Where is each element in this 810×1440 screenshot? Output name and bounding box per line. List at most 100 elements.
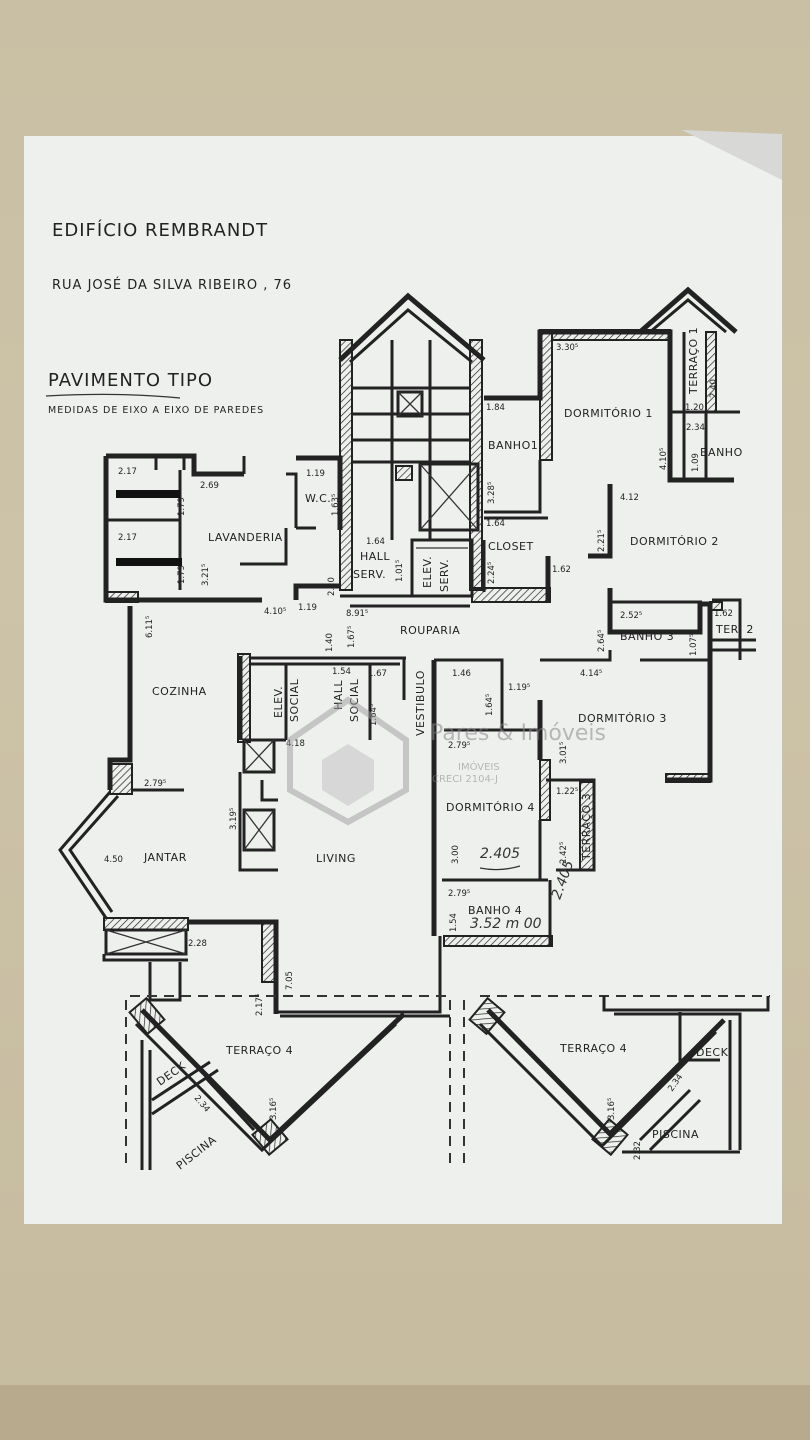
dimension-label: 3.28⁵ [487,482,497,504]
dimension-label: 2.69 [200,481,219,491]
label-vestibulo: VESTIBULO [414,670,427,736]
dimension-label: 1.64⁵ [485,694,495,716]
dimension-label: 7.05 [285,971,295,990]
label-piscina-left: PISCINA [174,1133,219,1172]
dimension-label: 1.22⁵ [556,787,578,797]
label-banho-4: BANHO 4 [468,904,522,917]
label-rouparia: ROUPARIA [400,624,460,637]
dimension-label: 2.17 [118,533,137,543]
watermark-brand: Pares & Imóveis [430,721,606,746]
dimension-label: 1.62 [714,609,733,619]
plan-title: PAVIMENTO TIPO [48,370,213,391]
dimension-label: 4.14⁵ [580,669,602,679]
handwritten-note: 2.405 [549,858,578,901]
dimension-label: 2.17⁵ [255,994,265,1016]
dimension-label: 1.79 [177,497,187,516]
dimension-label: 2.79⁵ [448,889,470,899]
dimension-label: 4.10⁵ [264,607,286,617]
dimension-label: 1.64 [486,519,505,529]
redaction-mark [116,490,180,498]
label-living: LIVING [316,852,356,865]
dimension-label: 3.16⁵ [269,1098,279,1120]
label-elev-social: ELEV. [272,686,285,718]
label-hall-serv-2: SERV. [353,568,386,581]
dimension-label: 2.20 [327,577,337,596]
dimension-label: 3.16⁵ [607,1098,617,1120]
dimension-labels: 3.30⁵ 1.84 1.20 2.40 2.34 4.10⁵ 1.09 4.1… [104,343,733,1160]
dimension-label: 2.21⁵ [597,530,607,552]
label-banho-3: BANHO 3 [620,630,674,643]
walls [58,286,770,1170]
label-deck-left: DECK [154,1059,188,1088]
dimension-label: 2.52⁵ [620,611,642,621]
dimension-label: 4.10⁵ [659,448,669,470]
label-dormitorio-3: DORMITÓRIO 3 [578,712,667,725]
label-terraco-4-left: TERRAÇO 4 [225,1044,293,1057]
label-terraco-4-right: TERRAÇO 4 [559,1042,627,1055]
table-surface [0,1385,810,1440]
label-wc: W.C. [305,492,331,505]
label-jantar: JANTAR [143,851,187,864]
dimension-label: 1.79 [177,565,187,584]
label-deck-right: DECK [696,1046,729,1059]
dimension-label: 2.28 [188,939,207,949]
label-dormitorio-1: DORMITÓRIO 1 [564,407,653,420]
label-terraco-3: TERRAÇO 3 [580,793,593,861]
dimension-label: 1.46 [452,669,471,679]
dimension-label: 4.50 [104,855,123,865]
label-dormitorio-2: DORMITÓRIO 2 [630,535,719,548]
dimension-label: 3.01⁵ [559,742,569,764]
handwritten-note: 2.405 [480,846,520,862]
label-elev-social-2: SOCIAL [288,678,301,722]
plan-note: MEDIDAS DE EIXO A EIXO DE PAREDES [48,405,264,416]
dimension-label: 2.34 [686,423,705,433]
building-title: EDIFÍCIO REMBRANDT [52,219,268,241]
dimension-label: 1.64 [366,537,385,547]
watermark-creci: CRECI 2104-J [432,774,498,785]
dimension-label: 6.11⁵ [145,616,155,638]
dimension-label: 3.21⁵ [201,564,211,586]
dimension-label: 1.40 [325,633,335,652]
dimension-label: 1.19 [306,469,325,479]
dimension-label: 3.30⁵ [556,343,578,353]
dimension-label: 1.54 [332,667,351,677]
dimension-label: 1.20 [685,403,704,413]
dimension-label: 3.00 [451,845,461,864]
handwritten-notes: 2.405 3.52 m 00 2.405 [470,846,577,932]
dimension-label: 1.84 [486,403,505,413]
label-closet: CLOSET [488,540,534,553]
label-elev-serv: ELEV. [421,556,434,588]
dimension-label: 3.19⁵ [229,808,239,830]
dimension-label: 1.63⁵ [331,494,341,516]
dimension-label: 1.67 [368,669,387,679]
plan-title-underline [45,393,181,399]
address: RUA JOSÉ DA SILVA RIBEIRO , 76 [52,277,292,293]
handwritten-note: 3.52 m 00 [470,916,542,932]
dimension-label: 2.64⁵ [597,630,607,652]
dimension-label: 1.19 [298,603,317,613]
label-hall-serv: HALL [360,550,390,563]
dimension-label: 1.01⁵ [395,560,405,582]
dimension-label: 2.40 [709,379,719,398]
label-ter-2: TER. 2 [715,623,754,636]
label-banho-right: BANHO [700,446,743,459]
label-lavanderia: LAVANDERIA [208,531,283,544]
label-terraco-1: TERRAÇO 1 [687,327,700,395]
dimension-label: 2.32 [633,1141,643,1160]
dimension-label: 1.07⁵ [689,634,699,656]
label-hall-social-2: SOCIAL [348,678,361,722]
dimension-label: 1.62 [552,565,571,575]
label-cozinha: COZINHA [152,685,207,698]
dimension-label: 4.18 [286,739,305,749]
redaction-mark [116,558,182,566]
dimension-label: 8.91⁵ [346,609,368,619]
watermark: Pares & Imóveis IMÓVEIS CRECI 2104-J [287,696,606,826]
label-elev-serv-2: SERV. [438,559,451,592]
dimension-label: 2.24⁵ [487,562,497,584]
dimension-label: 4.12 [620,493,639,503]
label-banho1: BANHO1 [488,439,538,452]
dimension-label: 1.67⁵ [347,626,357,648]
watermark-sub: IMÓVEIS [458,760,500,773]
room-labels: BANHO1 DORMITÓRIO 1 TERRAÇO 1 BANHO DORM… [143,327,754,1173]
